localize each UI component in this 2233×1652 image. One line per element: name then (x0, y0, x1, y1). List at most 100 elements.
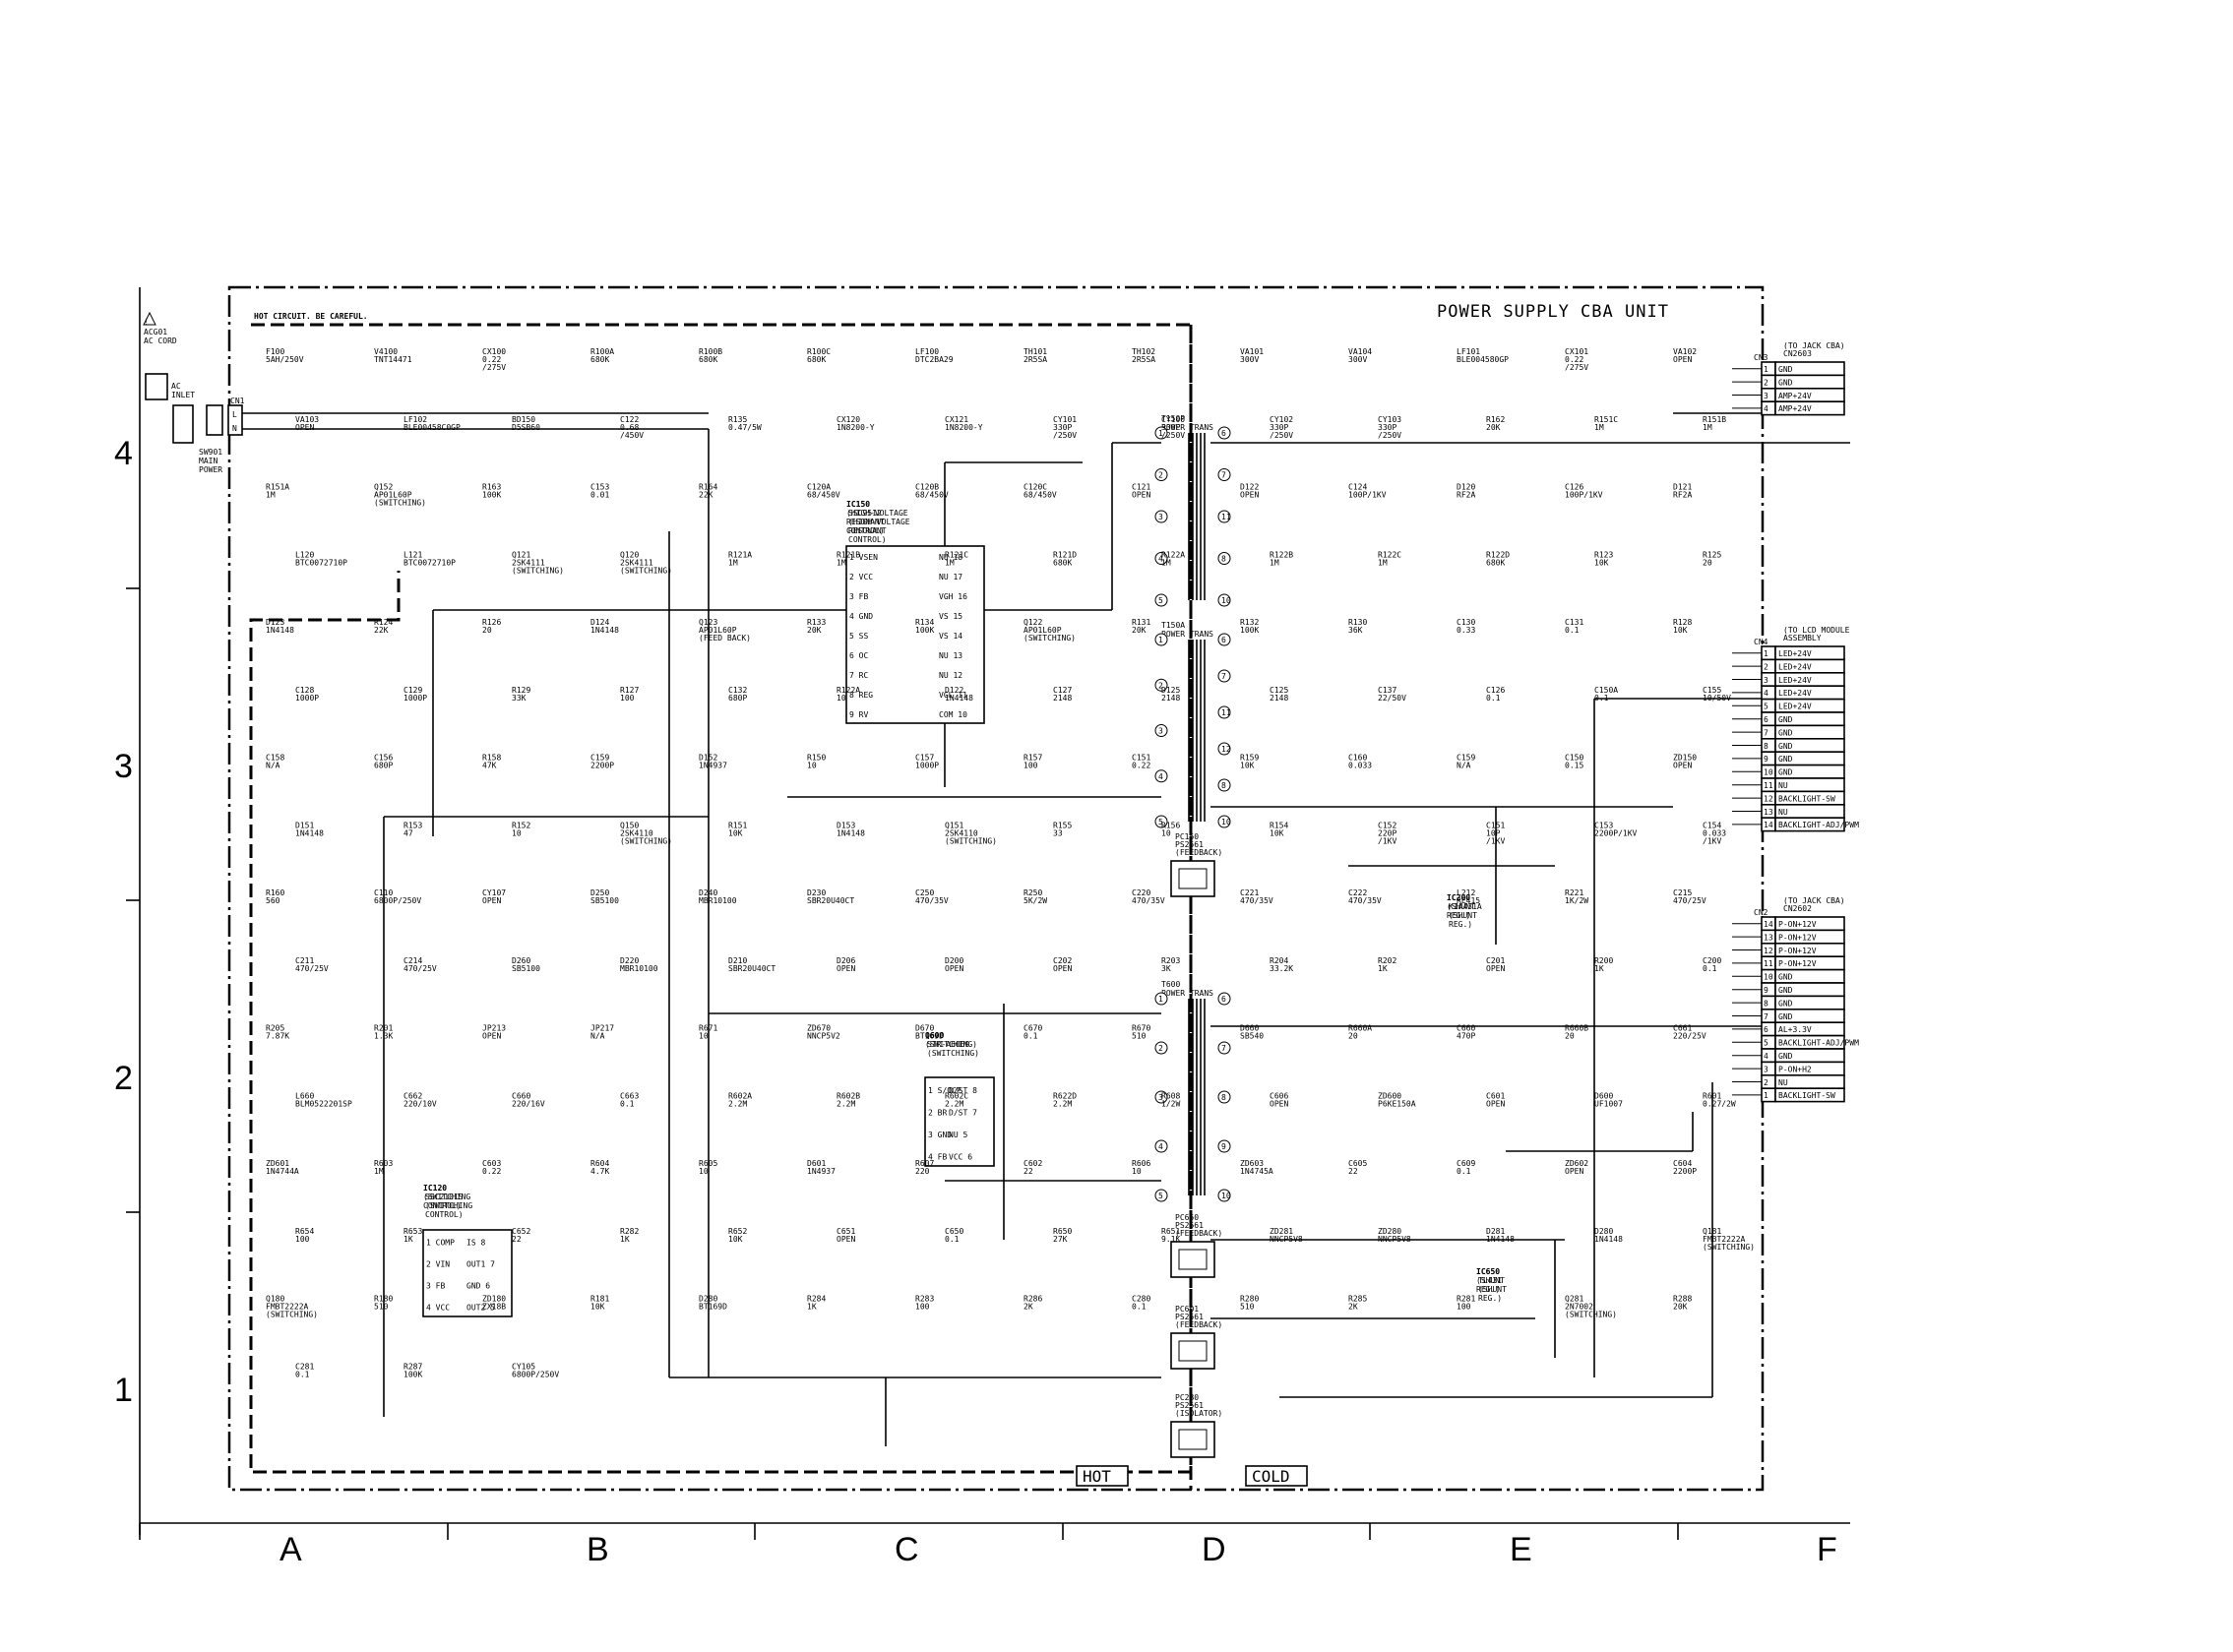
svg-text:7: 7 (1764, 728, 1768, 737)
svg-text:DTC2BA29: DTC2BA29 (915, 355, 954, 364)
svg-text:NU 18: NU 18 (939, 553, 962, 562)
svg-text:1K: 1K (620, 1235, 630, 1244)
svg-text:2.2M: 2.2M (837, 1099, 855, 1108)
svg-text:11: 11 (1764, 959, 1773, 968)
svg-text:100P/1KV: 100P/1KV (1348, 491, 1387, 500)
svg-text:IC650: IC650 (1476, 1267, 1500, 1276)
grid-col-C: C (895, 1531, 919, 1568)
svg-text:7: 7 (1764, 1012, 1768, 1021)
svg-text:POWER TRANS: POWER TRANS (1161, 989, 1213, 998)
svg-text:C605: C605 (1348, 1159, 1367, 1168)
svg-text:1K: 1K (807, 1303, 817, 1312)
svg-text:680K: 680K (590, 355, 609, 364)
svg-text:TH101: TH101 (1023, 347, 1047, 356)
svg-text:OPEN: OPEN (1486, 1099, 1505, 1108)
svg-text:(SWITCHING): (SWITCHING) (266, 1311, 318, 1319)
svg-text:20: 20 (1348, 1032, 1358, 1041)
svg-text:FMBT2222A: FMBT2222A (266, 1303, 309, 1312)
svg-text:10K: 10K (1594, 558, 1609, 567)
svg-text:C158: C158 (266, 754, 284, 763)
svg-text:10/50V: 10/50V (1703, 694, 1731, 703)
svg-text:R285: R285 (1348, 1295, 1367, 1304)
svg-text:ZD601: ZD601 (266, 1159, 289, 1168)
svg-text:10K: 10K (590, 1303, 605, 1312)
svg-text:10K: 10K (728, 828, 743, 837)
svg-text:CY102: CY102 (1270, 415, 1293, 424)
svg-text:1: 1 (1158, 429, 1163, 438)
grid-col-A: A (279, 1531, 302, 1568)
svg-text:6: 6 (1764, 1025, 1768, 1034)
svg-text:1N4148: 1N4148 (1594, 1235, 1623, 1244)
svg-text:OPEN: OPEN (1053, 964, 1072, 973)
svg-text:10: 10 (1161, 828, 1171, 837)
svg-text:VGH 16: VGH 16 (939, 592, 967, 601)
svg-text:D280: D280 (1594, 1227, 1613, 1236)
svg-text:0.1: 0.1 (1023, 1032, 1038, 1041)
svg-text:300V: 300V (1348, 355, 1367, 364)
svg-text:CN3: CN3 (1754, 353, 1768, 362)
svg-text:C660: C660 (1457, 1024, 1475, 1033)
svg-text:1N4745A: 1N4745A (1240, 1167, 1273, 1176)
svg-text:1000P: 1000P (403, 694, 427, 703)
svg-text:3: 3 (1764, 676, 1768, 685)
svg-text:RESONANT: RESONANT (846, 518, 885, 526)
svg-text:4: 4 (1158, 1142, 1163, 1151)
svg-text:33K: 33K (512, 694, 527, 703)
svg-text:D5SB60: D5SB60 (512, 423, 540, 432)
svg-text:C214: C214 (403, 956, 422, 965)
svg-text:JP213: JP213 (482, 1024, 506, 1033)
svg-text:7: 7 (1221, 471, 1226, 480)
svg-text:1N4148: 1N4148 (295, 828, 324, 837)
svg-text:D281: D281 (1486, 1227, 1505, 1236)
svg-text:8: 8 (1221, 1093, 1226, 1102)
svg-text:R122A: R122A (1161, 550, 1185, 559)
svg-text:ZD600: ZD600 (1378, 1091, 1401, 1100)
svg-text:470P: 470P (1457, 1032, 1475, 1041)
svg-text:R280: R280 (1240, 1295, 1259, 1304)
svg-text:GND: GND (1778, 973, 1793, 982)
grid-row-2: 2 (114, 1060, 133, 1097)
svg-text:13: 13 (1764, 933, 1773, 942)
svg-text:C603: C603 (482, 1159, 501, 1168)
svg-text:Q123: Q123 (699, 618, 717, 627)
svg-text:2SK4111: 2SK4111 (512, 558, 545, 567)
svg-text:D601: D601 (807, 1159, 826, 1168)
svg-text:R608: R608 (1161, 1091, 1180, 1100)
svg-text:C126: C126 (1565, 483, 1583, 492)
svg-text:220P: 220P (1378, 828, 1396, 837)
svg-text:8: 8 (1221, 781, 1226, 790)
svg-text:2: 2 (1158, 471, 1163, 480)
svg-text:4 VCC: 4 VCC (426, 1303, 450, 1312)
svg-text:NU: NU (1778, 808, 1788, 817)
svg-text:ZD280: ZD280 (1378, 1227, 1401, 1236)
